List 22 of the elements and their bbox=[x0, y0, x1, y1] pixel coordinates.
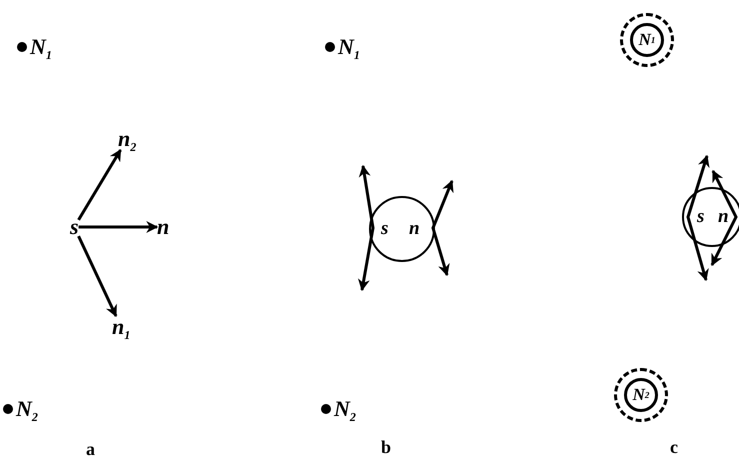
arrow bbox=[77, 148, 122, 221]
panel-label: c bbox=[670, 436, 678, 458]
dashed-circle bbox=[620, 13, 674, 67]
pole-label: n bbox=[718, 206, 729, 228]
point-label: N$_{2}$ bbox=[334, 398, 356, 420]
pole-label: s bbox=[697, 206, 704, 228]
pole-label: n bbox=[409, 218, 420, 240]
vector-label: n$_{2}$ bbox=[118, 128, 136, 150]
vector-label: n bbox=[157, 216, 170, 238]
panel-label: a bbox=[86, 438, 95, 460]
arrow bbox=[77, 236, 118, 318]
point-label: N$_{2}$ bbox=[16, 398, 38, 420]
vector-label: n$_{1}$ bbox=[112, 316, 130, 338]
circle-outline bbox=[369, 196, 435, 262]
arrow bbox=[78, 221, 158, 233]
dashed-circle bbox=[614, 368, 668, 422]
pole-label: s bbox=[381, 218, 388, 240]
point-label: N$_{1}$ bbox=[338, 36, 360, 58]
circle-outline bbox=[682, 187, 739, 247]
point-label: N$_{1}$ bbox=[30, 36, 52, 58]
vector-label: s bbox=[70, 216, 79, 238]
panel-label: b bbox=[381, 436, 392, 458]
